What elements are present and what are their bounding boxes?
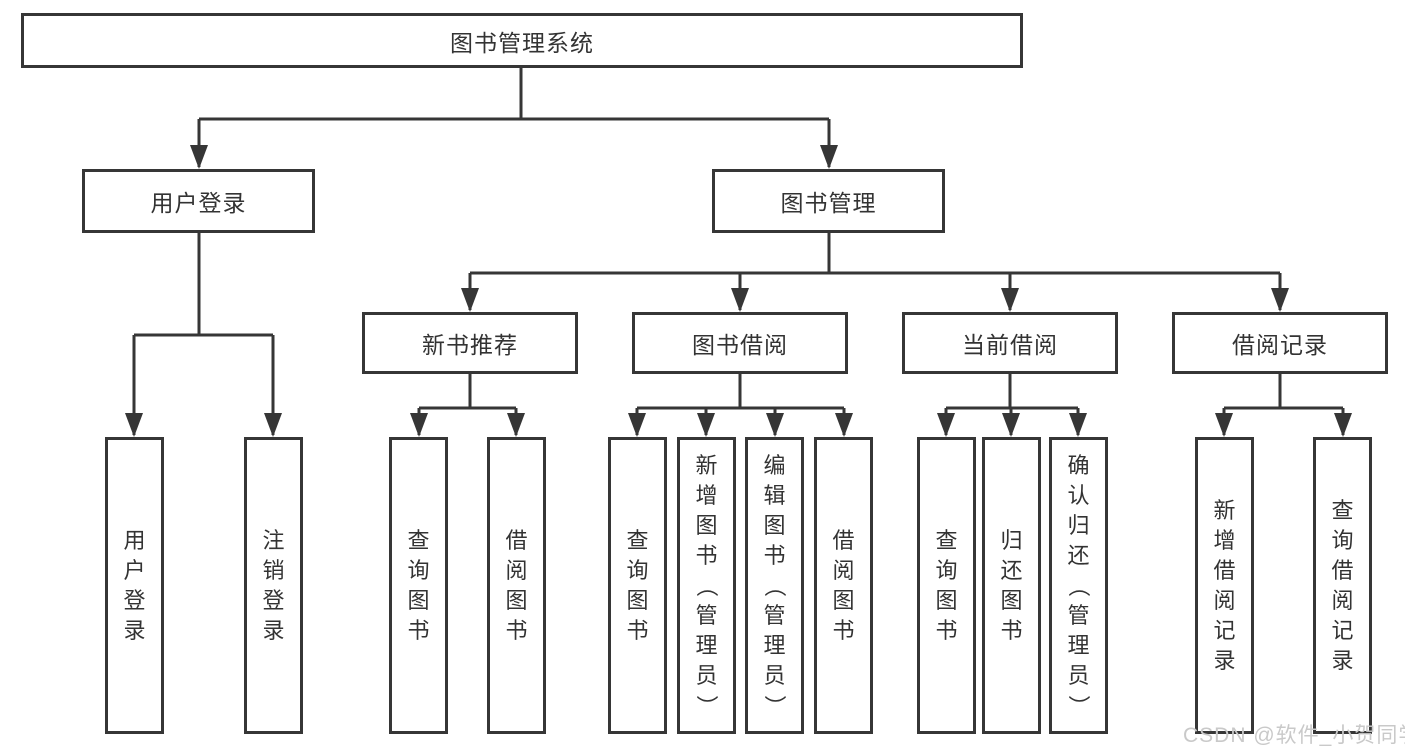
leaf-query-books-recommend: 查询图书 <box>389 437 448 734</box>
node-label: 图书借阅 <box>692 332 788 358</box>
leaf-edit-book-admin: 编辑图书（管理员） <box>745 437 804 734</box>
leaf-label: 借阅图书 <box>832 527 855 643</box>
node-user-login: 用户登录 <box>82 169 315 233</box>
leaf-label: 查询图书 <box>407 527 430 643</box>
leaf-query-books-borrow: 查询图书 <box>608 437 667 734</box>
leaf-label: 确认归还（管理员） <box>1066 452 1092 717</box>
leaf-label: 用户登录 <box>123 527 146 643</box>
node-label: 图书管理系统 <box>450 29 594 56</box>
leaf-label: 注销登录 <box>262 527 285 643</box>
leaf-borrow-books-recommend: 借阅图书 <box>487 437 546 734</box>
leaf-label: 查询图书 <box>626 527 649 643</box>
node-library-management-system: 图书管理系统 <box>21 13 1023 68</box>
leaf-logout-login: 注销登录 <box>244 437 303 734</box>
leaf-query-books-current: 查询图书 <box>917 437 976 734</box>
node-label: 借阅记录 <box>1232 332 1328 358</box>
leaf-label: 借阅图书 <box>505 527 528 643</box>
node-label: 新书推荐 <box>422 332 518 358</box>
leaf-borrow-books: 借阅图书 <box>814 437 873 734</box>
leaf-label: 新增图书（管理员） <box>694 452 720 717</box>
leaf-label: 新增借阅记录 <box>1213 497 1236 673</box>
leaf-add-book-admin: 新增图书（管理员） <box>677 437 736 734</box>
leaf-return-books: 归还图书 <box>982 437 1041 734</box>
csdn-watermark: CSDN @软件_小贺同学 <box>1183 724 1405 747</box>
node-label: 当前借阅 <box>962 332 1058 358</box>
leaf-confirm-return-admin: 确认归还（管理员） <box>1049 437 1108 734</box>
leaf-label: 归还图书 <box>1000 527 1023 643</box>
leaf-add-borrow-record: 新增借阅记录 <box>1195 437 1254 734</box>
leaf-label: 编辑图书（管理员） <box>762 452 788 717</box>
node-new-book-recommend: 新书推荐 <box>362 312 578 374</box>
node-label: 图书管理 <box>780 190 877 216</box>
leaf-label: 查询借阅记录 <box>1331 497 1354 673</box>
node-borrow-records: 借阅记录 <box>1172 312 1388 374</box>
leaf-label: 查询图书 <box>935 527 958 643</box>
node-label: 用户登录 <box>150 190 247 216</box>
node-book-borrow: 图书借阅 <box>632 312 848 374</box>
node-book-management: 图书管理 <box>712 169 945 233</box>
node-current-borrow: 当前借阅 <box>902 312 1118 374</box>
leaf-user-login: 用户登录 <box>105 437 164 734</box>
leaf-query-borrow-record: 查询借阅记录 <box>1313 437 1372 734</box>
